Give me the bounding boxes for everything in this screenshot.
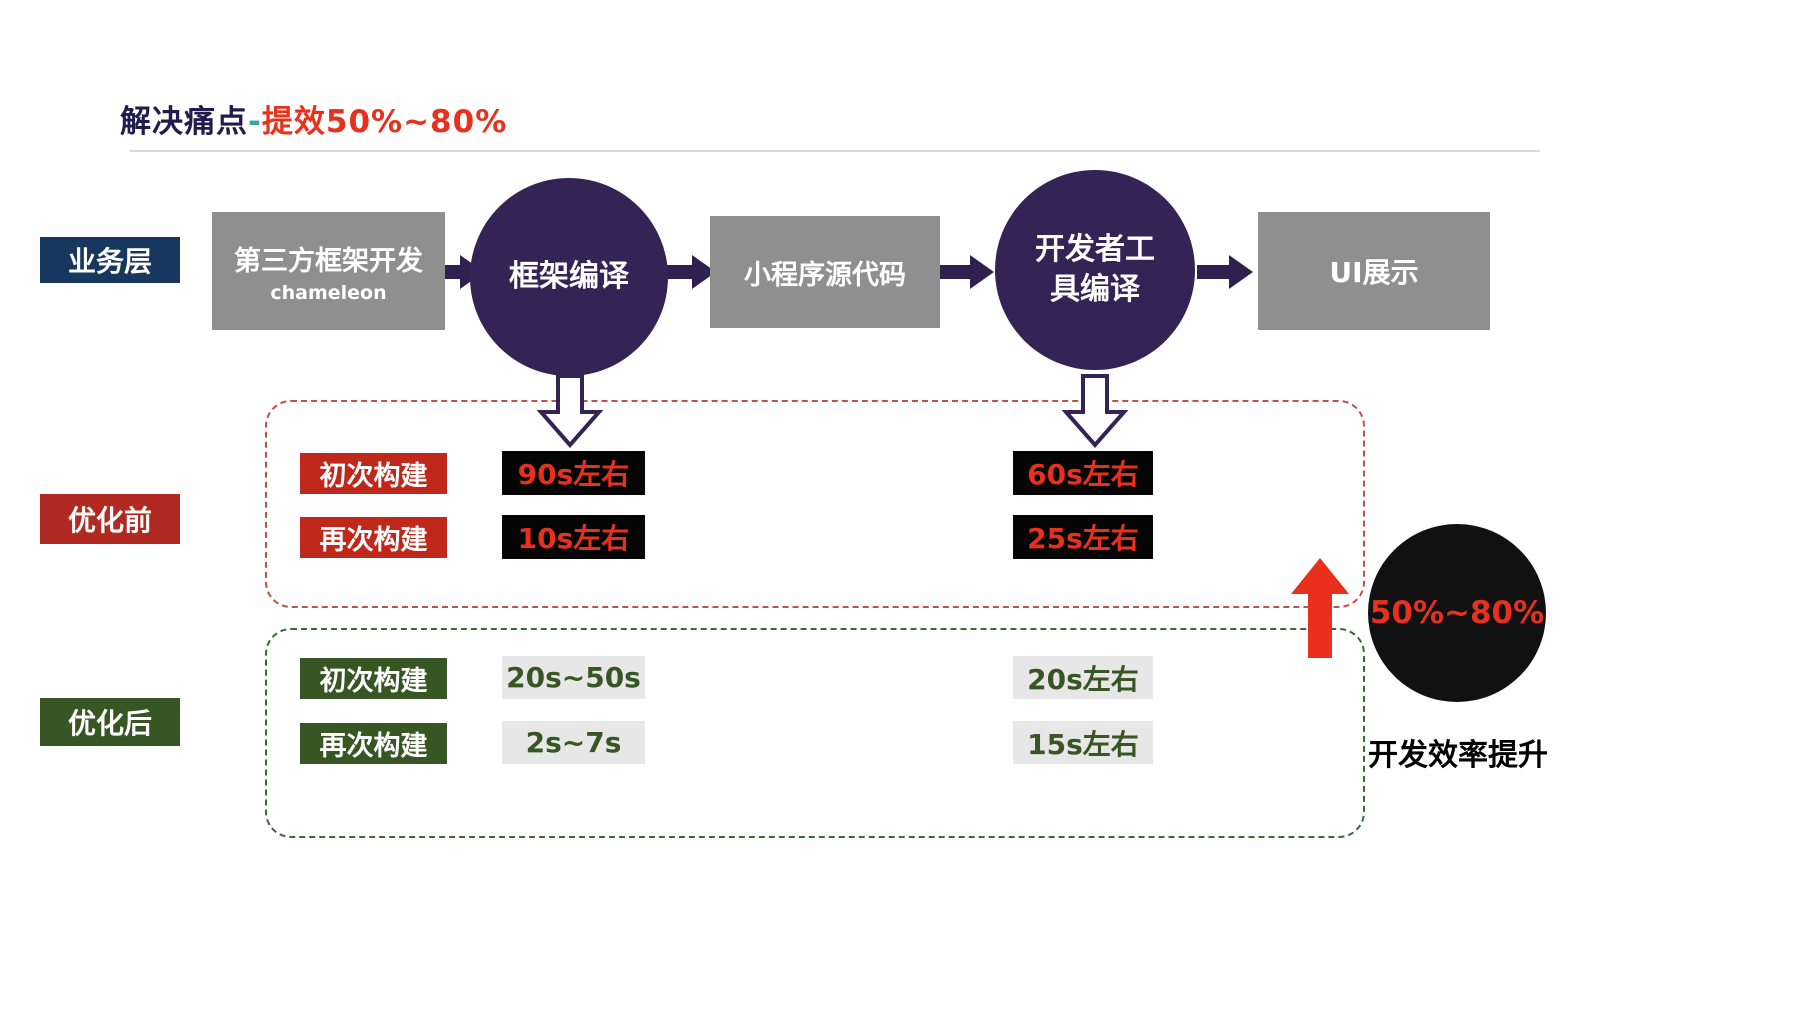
flow-circle-devtools-compile-line1: 开发者工 bbox=[1035, 231, 1155, 267]
before-first-framework-time: 90s左右 bbox=[502, 451, 645, 495]
improvement-circle: 50%~80% bbox=[1368, 524, 1546, 702]
improvement-value: 50%~80% bbox=[1369, 595, 1545, 631]
after-first-framework-time: 20s~50s bbox=[502, 656, 645, 699]
flow-circle-framework-compile: 框架编译 bbox=[470, 178, 668, 376]
before-rebuild-devtools-time: 25s左右 bbox=[1013, 515, 1153, 559]
arrow-up-icon bbox=[1291, 558, 1349, 658]
flow-box-ui-display: UI展示 bbox=[1258, 212, 1490, 330]
arrow-down-icon bbox=[1062, 374, 1128, 448]
flow-box-ui-display-label: UI展示 bbox=[1329, 256, 1419, 289]
flow-circle-framework-compile-label: 框架编译 bbox=[509, 258, 629, 294]
before-row-first-build-label: 初次构建 bbox=[300, 453, 447, 494]
after-first-devtools-time: 20s左右 bbox=[1013, 656, 1153, 699]
before-row-rebuild-label: 再次构建 bbox=[300, 517, 447, 558]
flow-box-source-code: 小程序源代码 bbox=[710, 216, 940, 328]
title-underline bbox=[130, 150, 1540, 152]
title-dash: - bbox=[248, 104, 262, 140]
before-first-devtools-time: 60s左右 bbox=[1013, 451, 1153, 495]
flow-box-source-code-label: 小程序源代码 bbox=[744, 259, 906, 291]
flow-circle-devtools-compile-line2: 具编译 bbox=[1050, 272, 1140, 307]
after-region bbox=[265, 628, 1365, 838]
layer-label: 业务层 bbox=[40, 237, 180, 283]
before-rebuild-framework-time: 10s左右 bbox=[502, 515, 645, 559]
after-rebuild-devtools-time: 15s左右 bbox=[1013, 721, 1153, 764]
before-label: 优化前 bbox=[40, 494, 180, 544]
flow-box-framework-dev: 第三方框架开发 chameleon bbox=[212, 212, 445, 330]
after-row-first-build-label: 初次构建 bbox=[300, 658, 447, 699]
arrow-down-icon bbox=[537, 374, 603, 448]
after-rebuild-framework-time: 2s~7s bbox=[502, 721, 645, 764]
after-row-rebuild-label: 再次构建 bbox=[300, 723, 447, 764]
after-label: 优化后 bbox=[40, 698, 180, 746]
arrow-right-icon bbox=[660, 255, 716, 289]
flow-circle-devtools-compile: 开发者工 具编译 bbox=[995, 170, 1195, 370]
title-highlight-text: 提效50%~80% bbox=[261, 104, 508, 140]
flow-box-framework-dev-title: 第三方框架开发 bbox=[234, 245, 423, 277]
arrow-right-icon bbox=[1197, 255, 1253, 289]
title-dark-text: 解决痛点 bbox=[120, 104, 248, 140]
improvement-caption: 开发效率提升 bbox=[1368, 738, 1548, 773]
page-title: 解决痛点-提效50%~80% bbox=[120, 96, 507, 141]
arrow-right-icon bbox=[938, 255, 994, 289]
flow-box-framework-dev-subtitle: chameleon bbox=[270, 281, 387, 304]
before-region bbox=[265, 400, 1365, 608]
